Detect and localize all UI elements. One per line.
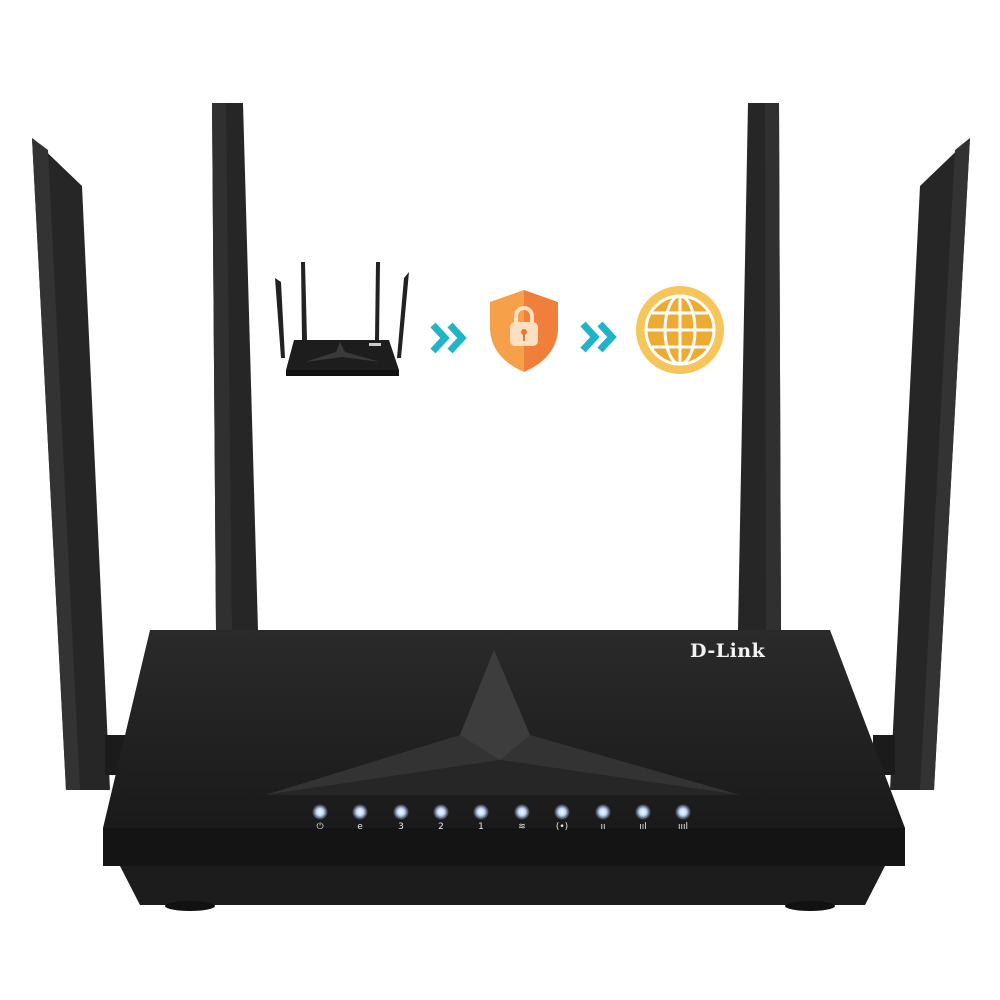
antenna-far-right xyxy=(873,138,970,790)
wps-icon: (•) xyxy=(555,822,569,832)
signal-mid-icon: ııl xyxy=(639,822,647,832)
shield-lock-icon xyxy=(490,290,558,372)
router-icon xyxy=(275,262,409,376)
led-light xyxy=(554,804,570,820)
lan3-icon: 3 xyxy=(398,822,404,832)
led-light xyxy=(393,804,409,820)
arrow-icon xyxy=(430,322,467,354)
lan2-icon: 2 xyxy=(438,822,444,832)
led-light xyxy=(433,804,449,820)
antenna-inner-right xyxy=(738,103,781,630)
globe-icon xyxy=(636,286,724,374)
brand-logo: D-Link xyxy=(690,640,766,662)
internet-icon: e xyxy=(357,822,363,832)
power-icon: ⏻ xyxy=(316,822,324,832)
led-light xyxy=(675,804,691,820)
led-row xyxy=(312,804,691,820)
led-light xyxy=(352,804,368,820)
led-light xyxy=(312,804,328,820)
led-light xyxy=(595,804,611,820)
signal-high-icon: ıııl xyxy=(677,822,688,832)
signal-low-icon: ıı xyxy=(600,822,606,832)
led-light xyxy=(514,804,530,820)
wifi-icon: ≋ xyxy=(518,822,526,832)
lan1-icon: 1 xyxy=(478,822,484,832)
led-light xyxy=(635,804,651,820)
antenna-far-left xyxy=(32,138,127,790)
arrow-icon xyxy=(580,321,617,353)
router-body xyxy=(103,630,905,911)
antenna-inner-left xyxy=(212,103,258,630)
led-light xyxy=(473,804,489,820)
